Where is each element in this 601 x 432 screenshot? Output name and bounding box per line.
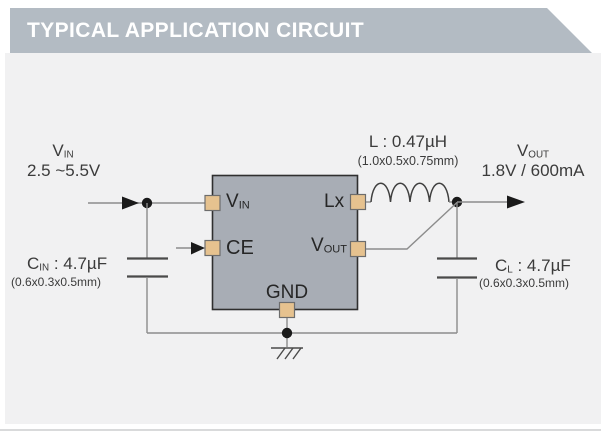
section-header-banner: TYPICAL APPLICATION CIRCUIT <box>10 8 592 53</box>
cl-value-label: CL : 4.7µF <box>495 256 571 276</box>
chip-vout-label: VOUT <box>311 235 347 256</box>
vout-pin <box>349 240 367 258</box>
output-rating-label: 1.8V / 600mA <box>481 161 585 180</box>
cin-value-label: CIN : 4.7µF <box>27 254 108 274</box>
cl-size-label: (0.6x0.3x0.5mm) <box>479 276 570 290</box>
gnd-junction-dot <box>281 327 293 339</box>
chip-gnd-label: GND <box>265 282 309 303</box>
input-voltage-name: VIN <box>52 141 74 161</box>
input-voltage-range: 2.5 ~5.5V <box>27 161 101 180</box>
vin-pin <box>204 194 221 212</box>
chip-vin-label: VIN <box>226 191 250 212</box>
ce-pin <box>204 239 221 257</box>
earth-ground-icon <box>271 347 303 360</box>
output-voltage-name: VOUT <box>516 141 550 161</box>
vin-input-arrowhead-icon <box>122 196 139 210</box>
chip-ce-label: CE <box>226 237 254 259</box>
inductor-value-label: L : 0.47µH <box>368 132 448 151</box>
section-title: TYPICAL APPLICATION CIRCUIT <box>27 19 365 42</box>
chip-lx-label: Lx <box>324 191 345 212</box>
vout-arrowhead-icon <box>507 195 525 209</box>
vout-feedback-wire <box>366 201 458 250</box>
cin-size-label: (0.6x0.3x0.5mm) <box>11 275 102 289</box>
gnd-pin <box>278 301 296 319</box>
ce-arrowhead-icon <box>191 242 205 255</box>
lx-pin <box>349 193 367 211</box>
inductor-size-label: (1.0x0.5x0.75mm) <box>357 154 459 168</box>
inductor-coil-icon <box>370 182 450 203</box>
bottom-divider <box>0 429 601 431</box>
